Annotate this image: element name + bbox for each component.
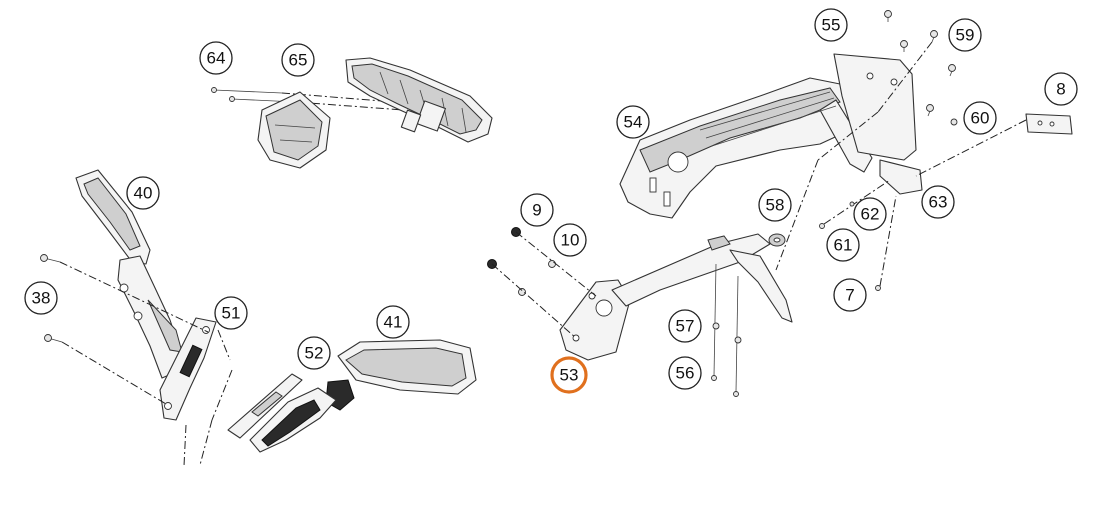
svg-text:40: 40 (134, 184, 153, 203)
callout-65: 65 (281, 43, 315, 77)
part-65-assembly (211, 57, 493, 169)
svg-text:65: 65 (289, 51, 308, 70)
callout-7: 7 (833, 278, 867, 312)
fastener-leaders-right (775, 10, 1073, 291)
part-55-plate (833, 53, 923, 195)
callout-57: 57 (668, 309, 702, 343)
svg-text:60: 60 (971, 109, 990, 128)
svg-text:52: 52 (305, 344, 324, 363)
svg-text:63: 63 (929, 193, 948, 212)
callout-55: 55 (814, 8, 848, 42)
callout-10: 10 (553, 223, 587, 257)
callout-41: 41 (376, 305, 410, 339)
callout-38: 38 (24, 281, 58, 315)
part-38-bolts (40, 254, 233, 467)
part-53-bracket (559, 233, 793, 361)
svg-text:51: 51 (222, 304, 241, 323)
callout-59: 59 (948, 18, 982, 52)
svg-text:64: 64 (207, 49, 226, 68)
callout-62: 62 (853, 197, 887, 231)
svg-text:59: 59 (956, 26, 975, 45)
part-51-bracket (159, 317, 217, 421)
svg-text:53: 53 (560, 366, 579, 385)
callout-61: 61 (826, 228, 860, 262)
svg-text:41: 41 (384, 313, 403, 332)
callout-8: 8 (1044, 72, 1078, 106)
callout-64: 64 (199, 41, 233, 75)
callout-52: 52 (297, 336, 331, 370)
svg-text:55: 55 (822, 16, 841, 35)
svg-text:10: 10 (561, 231, 580, 250)
svg-text:38: 38 (32, 289, 51, 308)
callout-63: 63 (921, 185, 955, 219)
fastener-leaders-center (487, 227, 742, 397)
part-52-plate (227, 373, 303, 439)
part-41-mirror (249, 339, 477, 453)
svg-text:62: 62 (861, 205, 880, 224)
callout-51: 51 (214, 296, 248, 330)
svg-text:61: 61 (834, 236, 853, 255)
svg-text:9: 9 (532, 201, 541, 220)
callout-53-highlighted: 53 (550, 356, 588, 394)
svg-text:7: 7 (845, 286, 854, 305)
part-58-grommet (768, 233, 786, 247)
part-54-tail-bracket (619, 77, 873, 219)
svg-text:58: 58 (766, 196, 785, 215)
callout-9: 9 (520, 193, 554, 227)
callout-60: 60 (963, 101, 997, 135)
callout-56: 56 (668, 356, 702, 390)
svg-text:57: 57 (676, 317, 695, 336)
svg-text:54: 54 (624, 113, 643, 132)
callout-58: 58 (758, 188, 792, 222)
svg-text:8: 8 (1056, 80, 1065, 99)
callout-40: 40 (126, 176, 160, 210)
svg-text:56: 56 (676, 364, 695, 383)
callout-54: 54 (616, 105, 650, 139)
